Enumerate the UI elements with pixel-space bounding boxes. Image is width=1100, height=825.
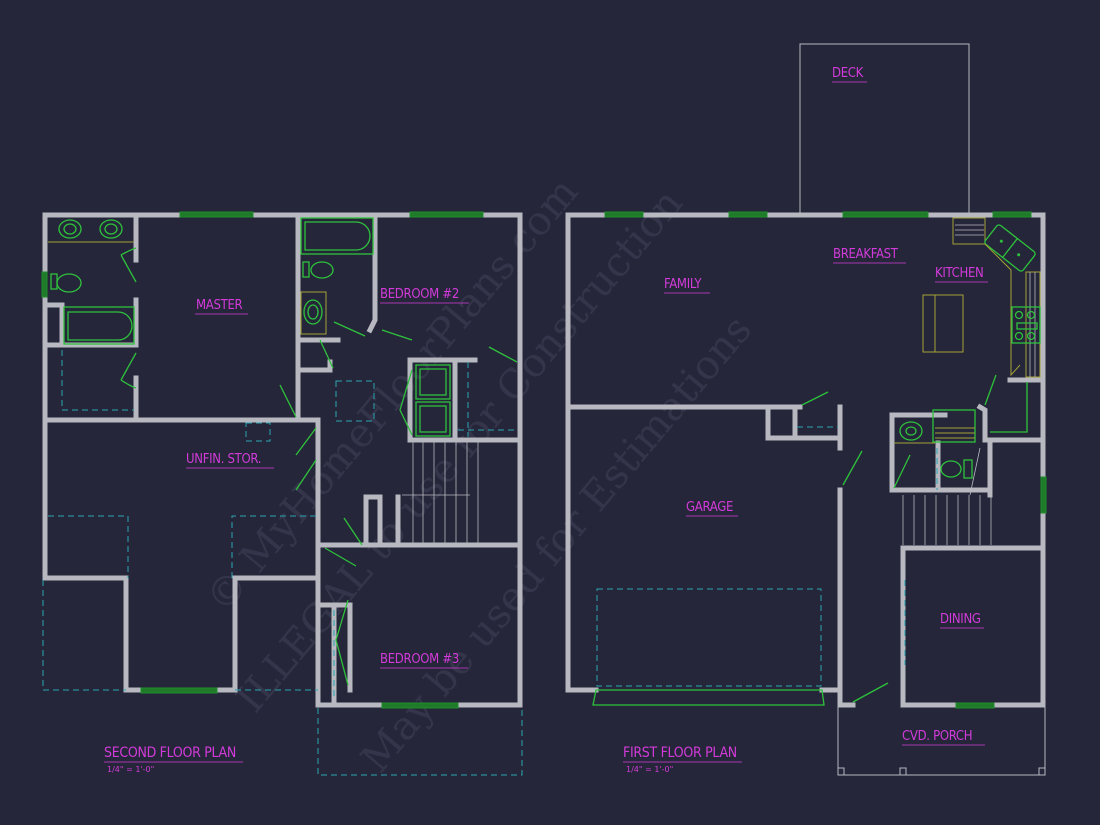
second-floor-title: SECOND FLOOR PLAN	[104, 745, 236, 761]
second-floor-stairs	[402, 440, 479, 545]
room-label-unfin-stor: UNFIN. STOR.	[186, 452, 261, 467]
first-floor-title: FIRST FLOOR PLAN	[623, 745, 737, 761]
room-label-cvd-porch: CVD. PORCH	[902, 729, 972, 744]
room-label-bedroom-2: BEDROOM #2	[380, 287, 459, 302]
room-label-master: MASTER	[196, 298, 243, 313]
first-floor-stairs	[902, 447, 992, 545]
second-floor-plan: MASTER BEDROOM #2 UNFIN. STOR. BEDROOM #…	[41, 211, 523, 776]
first-floor-plan: DECK FAMILY BREAKFAST KITCHEN GARAGE DIN…	[565, 43, 1047, 776]
room-label-dining: DINING	[940, 612, 981, 627]
first-floor-scale: 1/4" = 1'-0"	[626, 765, 673, 774]
room-label-breakfast: BREAKFAST	[833, 247, 899, 262]
room-label-deck: DECK	[832, 66, 864, 81]
room-label-bedroom-3: BEDROOM #3	[380, 652, 459, 667]
room-label-kitchen: KITCHEN	[935, 266, 984, 281]
room-label-garage: GARAGE	[686, 500, 733, 515]
second-floor-scale: 1/4" = 1'-0"	[107, 765, 154, 774]
room-label-family: FAMILY	[664, 277, 702, 292]
